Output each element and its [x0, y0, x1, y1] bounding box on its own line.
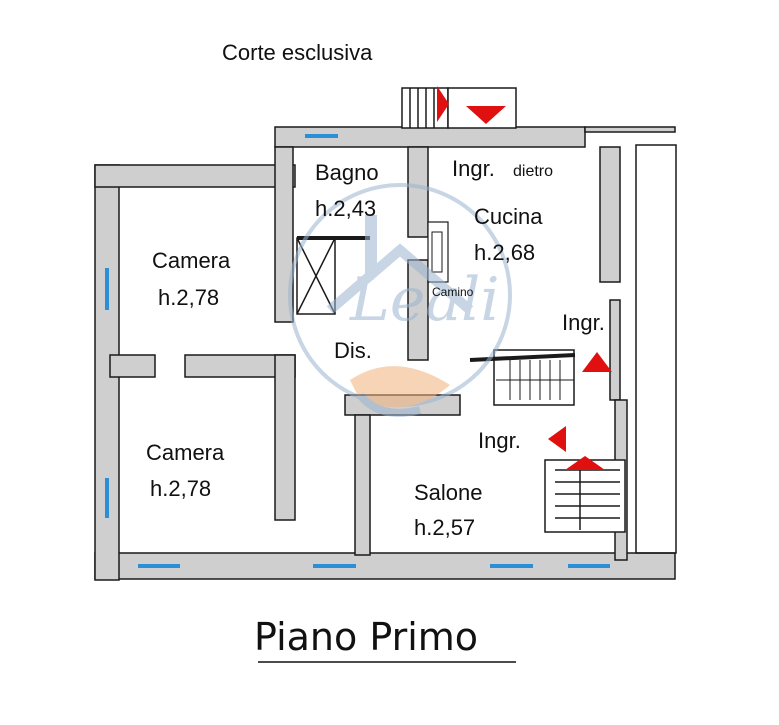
svg-text:Leali: Leali [349, 265, 500, 335]
room-bagno-height: h.2,43 [315, 196, 376, 221]
label-ingr-right: Ingr. [562, 310, 605, 335]
label-ingr-salone: Ingr. [478, 428, 521, 453]
room-salone-height: h.2,57 [414, 515, 475, 540]
shower-box [296, 237, 336, 315]
walls [94, 126, 676, 581]
interior-stair-lower [544, 459, 626, 533]
room-camera2-name: Camera [146, 440, 225, 465]
label-camino: Camino [432, 285, 474, 299]
label-ingr-dietro: Ingr. [452, 156, 495, 181]
room-camera2-height: h.2,78 [150, 476, 211, 501]
room-bagno-name: Bagno [315, 160, 379, 185]
windows [105, 134, 610, 568]
adjacent-building [635, 144, 677, 554]
outdoor-label: Corte esclusiva [222, 40, 373, 65]
room-cucina-name: Cucina [474, 204, 543, 229]
room-camera1-height: h.2,78 [158, 285, 219, 310]
plan-title: Piano Primo [254, 615, 478, 659]
room-camera1-name: Camera [152, 248, 231, 273]
watermark-logo: Leali [288, 183, 512, 417]
room-salone-name: Salone [414, 480, 483, 505]
room-cucina-height: h.2,68 [474, 240, 535, 265]
label-ingr-dietro-sub: dietro [513, 163, 553, 180]
entrance-arrows [437, 86, 612, 470]
label-dis: Dis. [334, 338, 372, 363]
